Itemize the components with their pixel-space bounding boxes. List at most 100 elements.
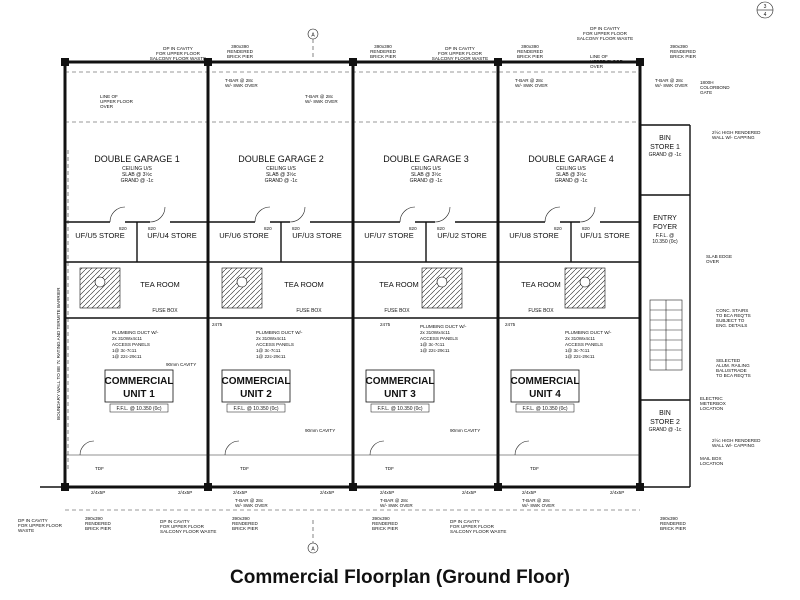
right-note-meter: ELECTRIC METERBOX LOCATION xyxy=(700,396,726,411)
svg-text:UNIT 3: UNIT 3 xyxy=(384,389,416,400)
svg-text:W/- 8WK OVER: W/- 8WK OVER xyxy=(305,99,338,104)
svg-text:1@ 3c-7c11: 1@ 3c-7c11 xyxy=(256,348,281,353)
grid-marker-a-bottom: A xyxy=(307,520,319,554)
svg-text:2x 310Wx4c11: 2x 310Wx4c11 xyxy=(420,330,450,335)
svg-text:2/4x5P: 2/4x5P xyxy=(178,490,192,495)
svg-text:FOR UPPER FLOOR: FOR UPPER FLOOR xyxy=(18,523,63,528)
bottom-note-pier-3: 390x390 RENDERED BRICK PIER xyxy=(372,516,399,531)
svg-text:820: 820 xyxy=(554,226,562,231)
svg-text:ACCESS PANELS: ACCESS PANELS xyxy=(565,342,603,347)
right-note-slab-edge: SLAB EDGE OVER xyxy=(706,254,732,264)
svg-text:BIN: BIN xyxy=(659,410,671,417)
svg-text:T-BAR @ 28c: T-BAR @ 28c xyxy=(522,498,551,503)
floorplan-caption: Commercial Floorplan (Ground Floor) xyxy=(230,567,570,588)
svg-text:GRAND @ -1c: GRAND @ -1c xyxy=(649,152,682,158)
right-note-rendered-wall-top: 2½c HIGH RENDERED WALL W/- CAPPING xyxy=(712,129,761,140)
svg-text:BRICK PIER: BRICK PIER xyxy=(232,526,259,531)
fuse-box-label: FUSE BOX xyxy=(528,308,554,314)
svg-text:TDF: TDF xyxy=(385,466,394,471)
top-note-dp-cavity-far-right: DP IN CAVITY FOR UPPER FLOOR SALCONY FLO… xyxy=(577,26,633,41)
svg-text:WALL W/- CAPPING: WALL W/- CAPPING xyxy=(712,135,755,140)
svg-text:390x390: 390x390 xyxy=(372,516,390,521)
svg-text:PLUMBING DUCT W/-: PLUMBING DUCT W/- xyxy=(256,330,303,335)
garage-2: DOUBLE GARAGE 2 CEILING U/S SLAB @ 3½c G… xyxy=(238,154,324,184)
store-label: UF/U8 STORE xyxy=(509,231,558,240)
svg-text:390x390: 390x390 xyxy=(660,516,678,521)
store-label: UF/U6 STORE xyxy=(219,231,268,240)
floorplan-drawing: A A 3 4 xyxy=(18,1,774,554)
svg-text:UNIT 1: UNIT 1 xyxy=(123,389,155,400)
svg-text:COMMERCIAL: COMMERCIAL xyxy=(366,376,435,387)
svg-text:MAIL BOX: MAIL BOX xyxy=(700,456,722,461)
store-label: UF/U5 STORE xyxy=(75,231,124,240)
plumbing-note-bay-4: PLUMBING DUCT W/- 2x 310Wx4c11 ACCESS PA… xyxy=(565,330,612,359)
bottom-note-dp-cavity-2: DP IN CAVITY FOR UPPER FLOOR SALCONY FLO… xyxy=(450,519,506,534)
svg-text:WASTE: WASTE xyxy=(18,528,34,533)
svg-text:LOCATION: LOCATION xyxy=(700,406,723,411)
svg-text:T-BAR @ 28c: T-BAR @ 28c xyxy=(235,498,264,503)
stairs xyxy=(649,299,683,371)
party-walls xyxy=(206,62,500,487)
bottom-note-pier-2: 390x390 RENDERED BRICK PIER xyxy=(232,516,259,531)
svg-text:BRICK PIER: BRICK PIER xyxy=(370,54,397,59)
garage-4: DOUBLE GARAGE 4 CEILING U/S SLAB @ 3½c G… xyxy=(528,154,614,184)
plumbing-note-bay-3: PLUMBING DUCT W/- 2x 310Wx4c11 ACCESS PA… xyxy=(420,324,467,353)
dimension-labels: 820 820 820 820 820 820 820 820 2475 247… xyxy=(91,226,624,495)
svg-text:OVER: OVER xyxy=(100,104,114,109)
garage-3-label: DOUBLE GARAGE 3 xyxy=(383,154,469,164)
stores-bay-3: UF/U7 STORE UF/U2 STORE xyxy=(364,231,486,240)
svg-text:1@ 22c-29c11: 1@ 22c-29c11 xyxy=(420,348,450,353)
svg-text:BIN: BIN xyxy=(659,135,671,142)
svg-text:A: A xyxy=(311,547,315,553)
svg-text:METERBOX: METERBOX xyxy=(700,401,726,406)
garage-4-label: DOUBLE GARAGE 4 xyxy=(528,154,614,164)
tea-room-wet-areas xyxy=(79,267,606,309)
svg-text:3: 3 xyxy=(764,4,767,10)
store-label: UF/U2 STORE xyxy=(437,231,486,240)
svg-text:1@ 22c-29c11: 1@ 22c-29c11 xyxy=(256,354,286,359)
svg-text:90mm CAVITY: 90mm CAVITY xyxy=(305,428,335,433)
top-note-dp-cavity-left: DP IN CAVITY FOR UPPER FLOOR SALCONY FLO… xyxy=(150,46,206,61)
svg-text:RENDERED: RENDERED xyxy=(85,521,111,526)
svg-text:BRICK PIER: BRICK PIER xyxy=(227,54,254,59)
svg-text:FOR UPPER FLOOR: FOR UPPER FLOOR xyxy=(583,31,628,36)
commercial-unit-2: COMMERCIAL UNIT 2 F.F.L. @ 10.350 (0c) xyxy=(222,369,291,413)
stores-bay-4: UF/U8 STORE UF/U1 STORE xyxy=(509,231,629,240)
svg-text:SLAB @ 3½c: SLAB @ 3½c xyxy=(411,171,442,178)
svg-text:RENDERED: RENDERED xyxy=(517,49,543,54)
svg-text:DP IN CAVITY: DP IN CAVITY xyxy=(18,518,48,523)
fuse-box-label: FUSE BOX xyxy=(296,308,322,314)
svg-text:2/4x5P: 2/4x5P xyxy=(233,490,247,495)
svg-text:TDF: TDF xyxy=(530,466,539,471)
grid-marker-a-top: A xyxy=(307,28,319,60)
svg-text:DP IN CAVITY: DP IN CAVITY xyxy=(163,46,193,51)
svg-text:F.F.L. @ 10.350 (0c): F.F.L. @ 10.350 (0c) xyxy=(522,406,567,412)
commercial-unit-3: COMMERCIAL UNIT 3 F.F.L. @ 10.350 (0c) xyxy=(366,369,435,413)
svg-text:SALCONY FLOOR WASTE: SALCONY FLOOR WASTE xyxy=(150,56,206,61)
svg-text:F.F.L. @ 10.350 (0c): F.F.L. @ 10.350 (0c) xyxy=(377,406,422,412)
svg-text:SALCONY FLOOR WASTE: SALCONY FLOOR WASTE xyxy=(450,529,506,534)
svg-text:SALCONY FLOOR WASTE: SALCONY FLOOR WASTE xyxy=(160,529,216,534)
svg-text:UNIT 2: UNIT 2 xyxy=(240,389,272,400)
tea-rooms: TEA ROOM TEA ROOM TEA ROOM TEA ROOM FUSE… xyxy=(140,280,561,314)
svg-text:GRAND @ -1c: GRAND @ -1c xyxy=(265,178,298,184)
svg-text:TO BCA REQ'TS: TO BCA REQ'TS xyxy=(716,373,751,378)
svg-text:390x390: 390x390 xyxy=(521,44,539,49)
svg-text:DP IN CAVITY: DP IN CAVITY xyxy=(450,519,480,524)
svg-text:820: 820 xyxy=(119,226,127,231)
commercial-unit-1: COMMERCIAL UNIT 1 F.F.L. @ 10.350 (0c) xyxy=(105,369,173,413)
svg-text:FOYER: FOYER xyxy=(653,224,677,231)
svg-text:1@ 3c-7c11: 1@ 3c-7c11 xyxy=(420,342,445,347)
svg-text:820: 820 xyxy=(264,226,272,231)
svg-text:RENDERED: RENDERED xyxy=(372,521,398,526)
svg-text:COMMERCIAL: COMMERCIAL xyxy=(222,376,291,387)
svg-text:SLAB @ 3½c: SLAB @ 3½c xyxy=(266,171,297,178)
svg-text:2½c HIGH RENDERED: 2½c HIGH RENDERED xyxy=(712,437,761,443)
svg-text:ACCESS PANELS: ACCESS PANELS xyxy=(420,336,458,341)
bottom-note-left-cavity: DP IN CAVITY FOR UPPER FLOOR WASTE xyxy=(18,518,63,533)
stores-bay-2: UF/U6 STORE UF/U3 STORE xyxy=(219,231,341,240)
garage-1-label: DOUBLE GARAGE 1 xyxy=(94,154,180,164)
svg-text:DP IN CAVITY: DP IN CAVITY xyxy=(445,46,475,51)
svg-text:PLUMBING DUCT W/-: PLUMBING DUCT W/- xyxy=(112,330,159,335)
svg-text:RENDERED: RENDERED xyxy=(660,521,686,526)
